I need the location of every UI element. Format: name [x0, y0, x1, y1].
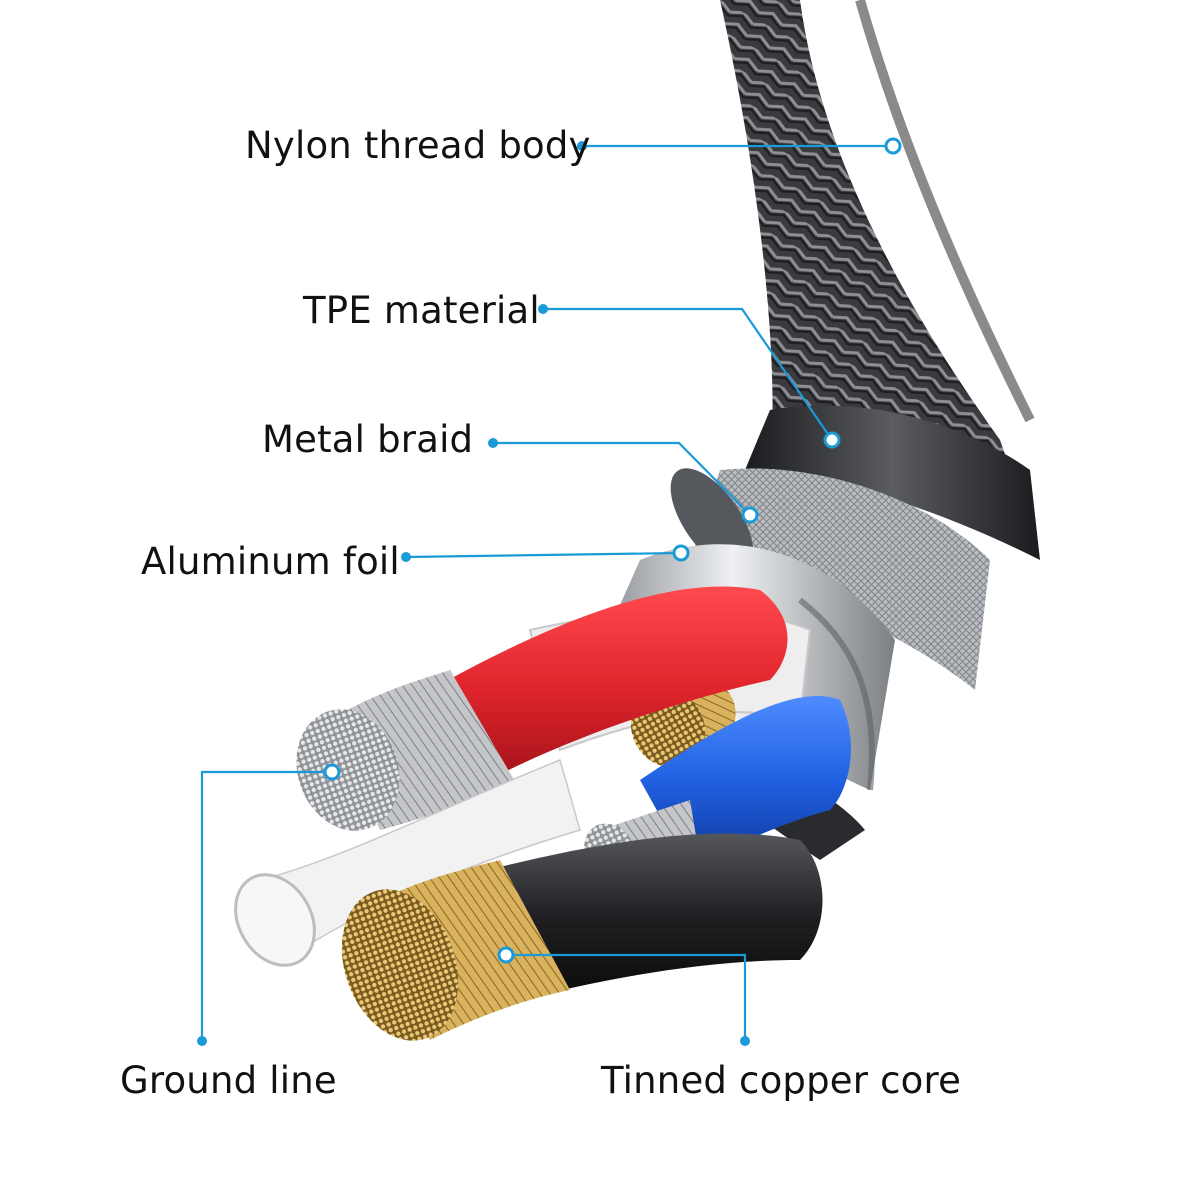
dot-ground-label — [197, 1036, 207, 1046]
dot-braid-label — [488, 438, 498, 448]
leader-tpe — [543, 307, 833, 441]
dot-braid-target — [741, 506, 759, 524]
dot-tpe-target — [823, 431, 841, 449]
dot-copper-label — [740, 1036, 750, 1046]
dot-foil-target — [672, 544, 690, 562]
label-metal-braid: Metal braid — [262, 418, 474, 461]
label-tpe-material: TPE material — [303, 289, 540, 332]
label-ground-line: Ground line — [120, 1059, 337, 1102]
leader-tinned-copper-core — [506, 953, 747, 1041]
metal-braid-layer — [690, 468, 990, 690]
leader-ground-line — [200, 770, 332, 1041]
tpe-jacket-ring — [745, 405, 1040, 560]
leader-aluminum-foil — [405, 551, 682, 559]
label-nylon-thread-body: Nylon thread body — [245, 124, 591, 167]
nylon-cable-body — [720, 0, 1035, 540]
red-wire — [430, 586, 788, 790]
dot-tpe-label — [538, 304, 548, 314]
copper-core-end — [341, 889, 459, 1041]
dot-ground-target — [323, 763, 341, 781]
label-tinned-copper-core: Tinned copper core — [601, 1059, 962, 1102]
dot-nylon-label — [577, 141, 587, 151]
dot-copper-target — [497, 946, 515, 964]
dot-foil-label — [401, 552, 411, 562]
dot-nylon-target — [884, 137, 902, 155]
label-aluminum-foil: Aluminum foil — [141, 540, 400, 583]
ground-strand-end — [296, 709, 400, 831]
leader-metal-braid — [493, 441, 751, 516]
